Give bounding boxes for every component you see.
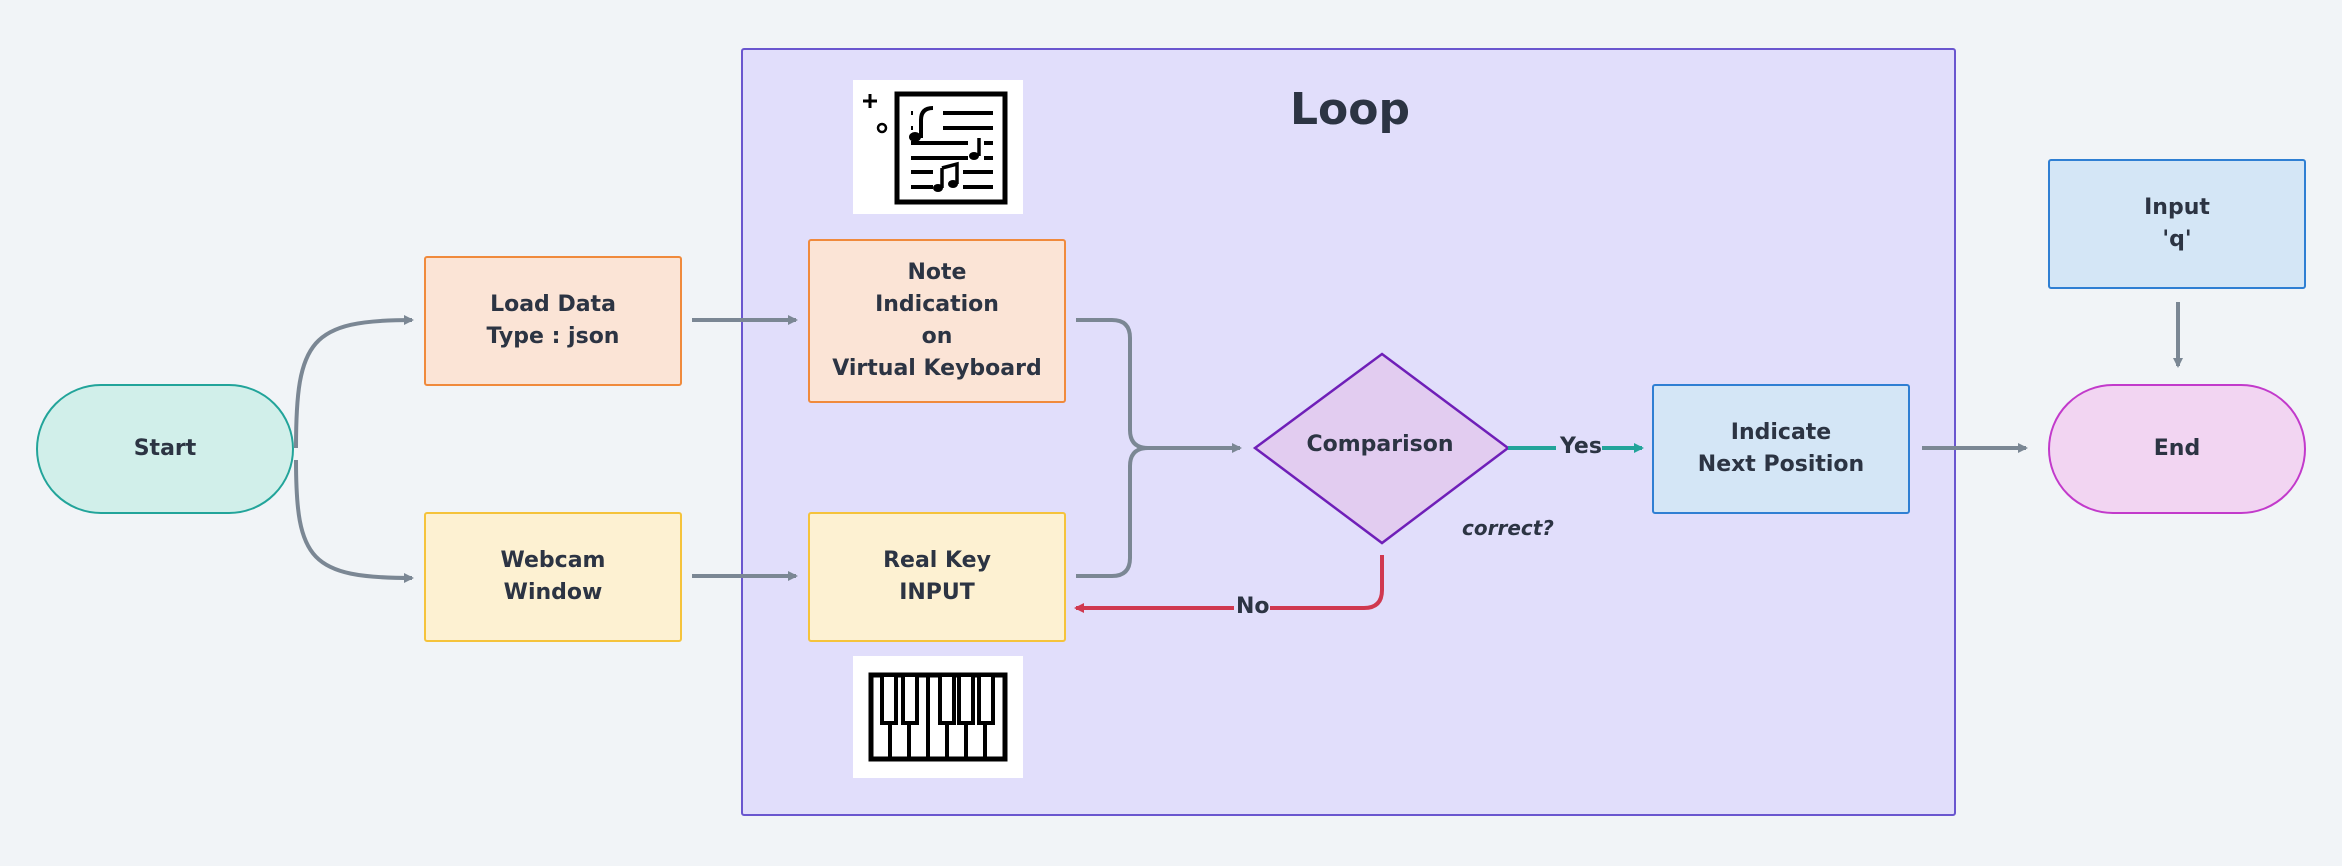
start-node: Start [36,384,294,514]
real-key-line-1: Real Key [883,548,991,573]
input-q-node: Input 'q' [2048,159,2306,289]
comparison-label: Comparison [1306,432,1454,457]
load-data-line-2: Type : json [486,324,620,349]
yes-label: Yes [1560,434,1602,459]
edge-start-load [294,315,414,449]
load-data-node: Load Data Type : json [424,256,682,386]
edge-start-webcam [294,459,414,583]
indicate-line-1: Indicate [1730,420,1832,445]
edge-no-a [1270,555,1384,610]
indicate-node: Indicate Next Position [1652,384,1910,514]
no-label: No [1236,594,1270,619]
edge-realkey-comparison [1076,446,1149,578]
piano-keys-icon [853,656,1023,778]
input-line-1: Input [2144,195,2210,220]
webcam-node: Webcam Window [424,512,682,642]
edge-note-comparison [1076,318,1149,450]
webcam-line-1: Webcam [500,548,606,573]
note-line-1: Note [907,260,967,285]
real-key-line-2: INPUT [899,580,975,605]
note-indication-node: Note Indication on Virtual Keyboard [808,239,1066,403]
note-line-4: Virtual Keyboard [832,356,1042,381]
comparison-diamond [1252,352,1511,545]
start-label: Start [133,436,197,461]
load-data-line-1: Load Data [490,292,616,317]
note-line-3: on [921,324,953,349]
input-line-2: 'q' [2162,227,2192,252]
music-sheet-icon [853,80,1023,214]
webcam-line-2: Window [503,580,603,605]
end-label: End [2153,436,2201,461]
loop-title: Loop [1290,84,1410,135]
condition-label: correct? [1462,516,1554,540]
note-line-2: Indication [875,292,999,317]
indicate-line-2: Next Position [1697,452,1865,477]
end-node: End [2048,384,2306,514]
real-key-node: Real Key INPUT [808,512,1066,642]
